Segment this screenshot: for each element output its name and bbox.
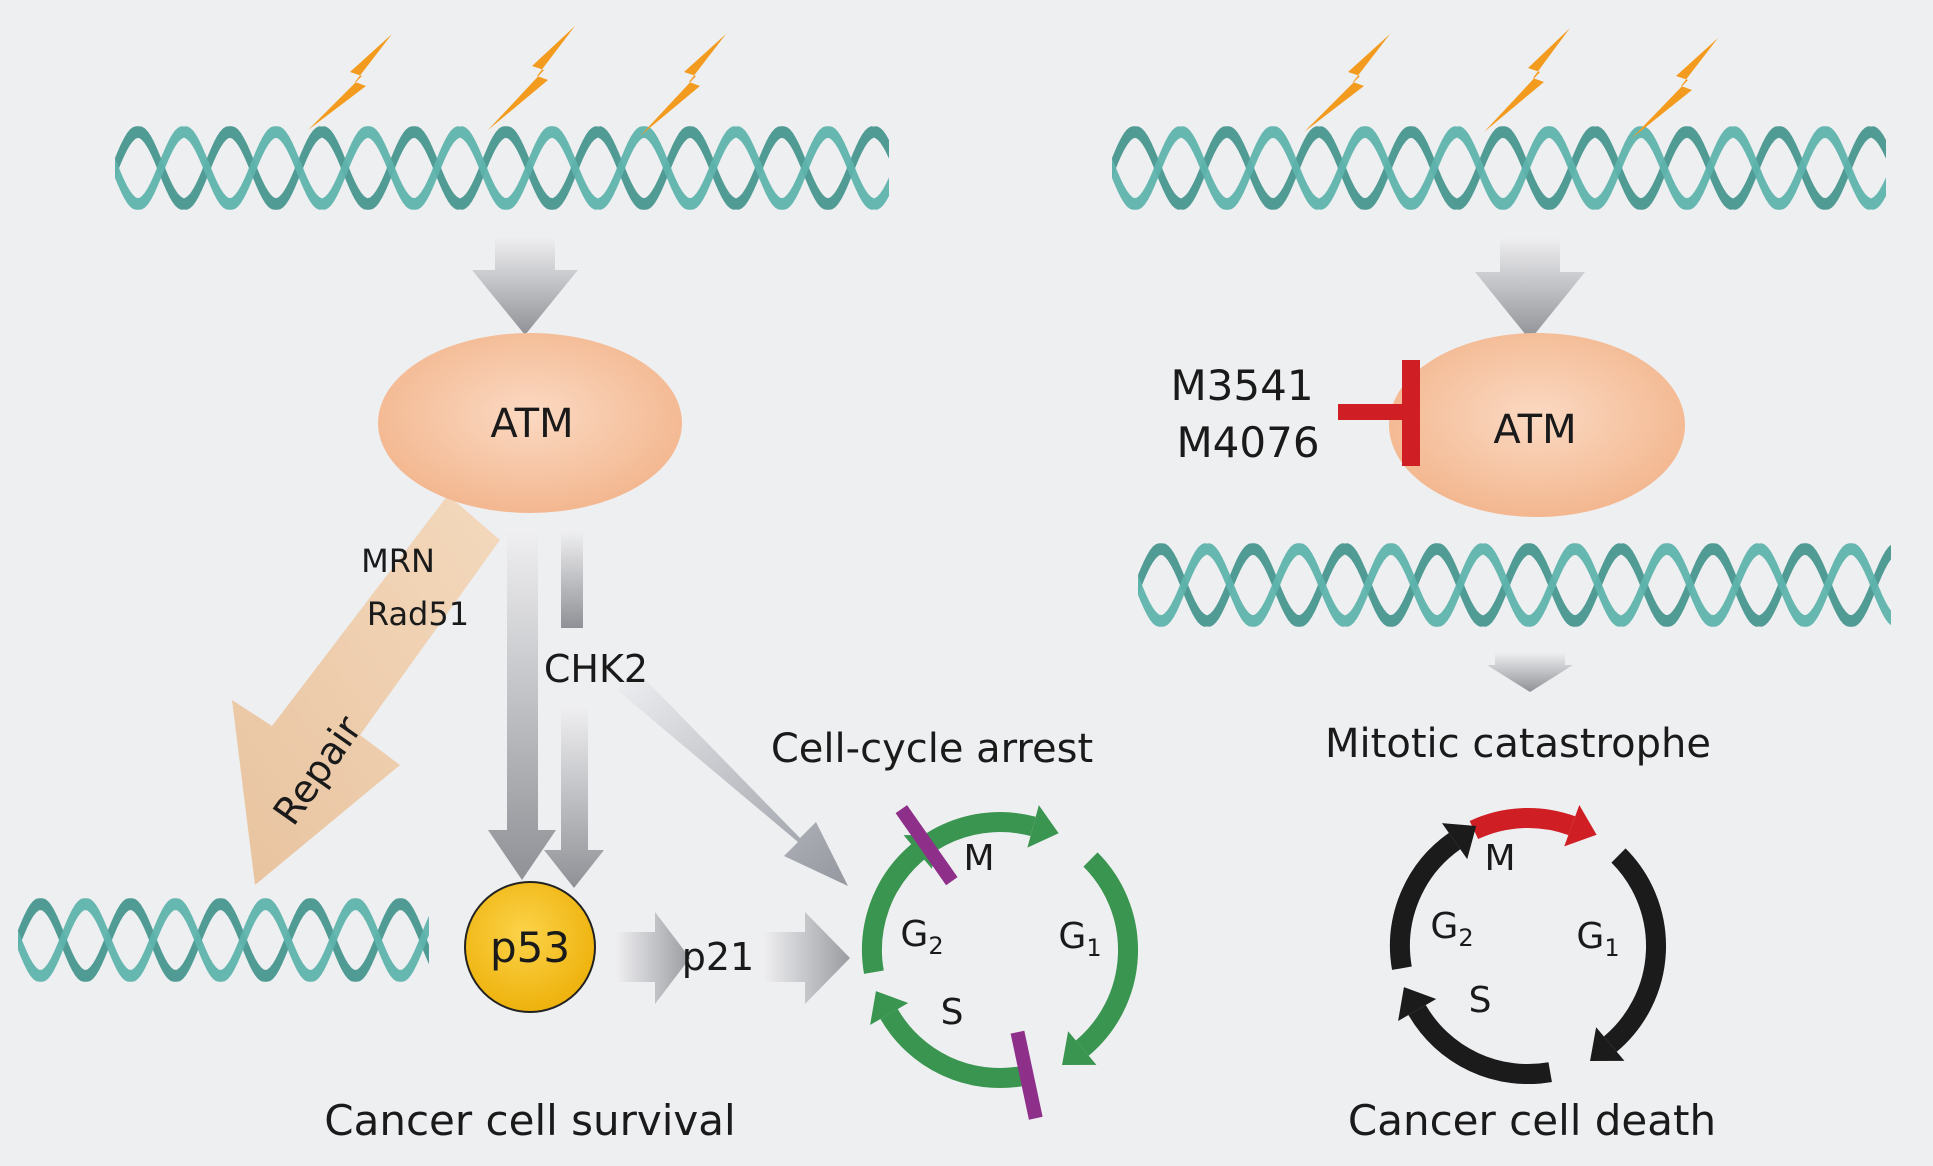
phase-m-label: M: [1484, 838, 1515, 879]
lightning-icon: [1632, 38, 1718, 138]
phase-g1-g: G: [1058, 916, 1086, 957]
mrn-label: MRN: [361, 542, 435, 580]
arrow-atm-to-p53: [488, 528, 556, 880]
cycle-arrowhead: [1027, 805, 1059, 848]
arrow-damage-to-atm-right: [1475, 236, 1585, 340]
dna-helix-repaired-left: [18, 898, 429, 982]
phase-g2-g: G: [1430, 906, 1458, 947]
dna-damage-lightning-icons-left: [308, 26, 726, 136]
dna-strand: [18, 898, 429, 982]
atm-node-right: [1389, 333, 1685, 517]
cell-cycle-catastrophe-diagram: [1390, 805, 1667, 1084]
arrow-damage-to-atm-left: [472, 236, 578, 335]
cell-cycle-phase-labels-left: M G2 G1 S: [900, 838, 1101, 1033]
cycle-arrowhead: [1590, 1027, 1625, 1062]
chk2-label: CHK2: [544, 647, 648, 691]
lightning-icon: [1484, 28, 1570, 132]
inhibitor-bar: [1402, 360, 1420, 466]
dna-strand: [1112, 126, 1886, 210]
lightning-icon: [1304, 34, 1390, 132]
arrow-to-mitotic-catastrophe: [1487, 652, 1573, 692]
cycle-arrowhead: [1441, 823, 1477, 860]
cell-cycle-phase-labels-right: M G2 G1 S: [1430, 838, 1619, 1021]
atm-label-right: ATM: [1493, 407, 1576, 453]
dna-helix-top-right: [1112, 126, 1886, 210]
repair-arrow: [232, 495, 500, 885]
cycle-arc: [1469, 807, 1576, 840]
lightning-icon: [308, 34, 392, 130]
cell-cycle-arrest-label: Cell-cycle arrest: [771, 726, 1093, 772]
cell-cycle-arrest-diagram: [862, 805, 1139, 1120]
p53-label: p53: [490, 923, 570, 972]
p21-label: p21: [682, 935, 754, 979]
phase-g1-subscript: 1: [1086, 934, 1101, 962]
dna-strand: [18, 898, 429, 982]
dna-helix-damaged-right: [1138, 543, 1891, 627]
phase-g2-g: G: [900, 914, 928, 955]
lightning-icon: [488, 26, 575, 130]
dna-damage-lightning-icons-right: [1304, 28, 1718, 138]
dna-strand: [1138, 543, 1891, 627]
cancer-cell-death-caption: Cancer cell death: [1348, 1096, 1716, 1145]
arrow-chk2-to-cell-cycle: [617, 670, 848, 886]
phase-g1-label: G1: [1058, 916, 1101, 962]
cycle-arc: [1075, 852, 1139, 1056]
phase-g2-subscript: 2: [928, 932, 943, 960]
lightning-icon: [640, 34, 726, 136]
arrow-chk2-to-p53: [544, 705, 604, 888]
atm-node-left: [378, 333, 682, 513]
p53-node: [464, 881, 596, 1013]
cycle-arc: [1390, 832, 1461, 970]
mitotic-catastrophe-label: Mitotic catastrophe: [1325, 721, 1711, 767]
cycle-arrowhead: [1564, 805, 1597, 847]
phase-m-label: M: [963, 838, 994, 879]
phase-g1-label: G1: [1576, 916, 1619, 962]
phase-g1-subscript: 1: [1604, 934, 1619, 962]
inhibitor-m3541-label: M3541: [1170, 361, 1313, 410]
inhibitor-m4076-label: M4076: [1176, 418, 1319, 467]
inhibitor-line: [1338, 404, 1408, 420]
cell-cycle-checkpoint-block-g2-m: [895, 805, 958, 886]
dna-helix-top-left: [115, 126, 889, 210]
rad51-label: Rad51: [367, 595, 469, 633]
cycle-arrowhead: [870, 991, 909, 1025]
dna-strand: [1112, 126, 1886, 210]
cycle-arc: [880, 1008, 1024, 1088]
cycle-arc: [862, 844, 925, 974]
dna-strand: [115, 126, 889, 210]
arrow-p53-to-p21: [615, 912, 690, 1004]
inhibitor-symbol: [1338, 360, 1420, 466]
phase-g2-label: G2: [900, 914, 943, 960]
phase-g2-label: G2: [1430, 906, 1473, 952]
dna-strand: [115, 126, 889, 210]
cancer-cell-survival-caption: Cancer cell survival: [324, 1096, 735, 1145]
cycle-arrowhead: [1398, 987, 1437, 1021]
phase-g1-g: G: [1576, 916, 1604, 957]
phase-s-label: S: [941, 992, 964, 1033]
arrow-p21-to-cell-cycle: [762, 912, 850, 1004]
phase-s-label: S: [1469, 980, 1492, 1021]
dna-strand: [1138, 543, 1891, 627]
arrow-atm-to-chk2: [561, 530, 583, 628]
cycle-arc: [1603, 848, 1667, 1052]
cell-cycle-checkpoint-block-g1-s: [1010, 1030, 1043, 1120]
cycle-arrowhead: [1062, 1031, 1097, 1066]
cycle-arc: [1408, 1004, 1552, 1084]
atm-label-left: ATM: [490, 401, 573, 447]
phase-g2-subscript: 2: [1458, 924, 1473, 952]
